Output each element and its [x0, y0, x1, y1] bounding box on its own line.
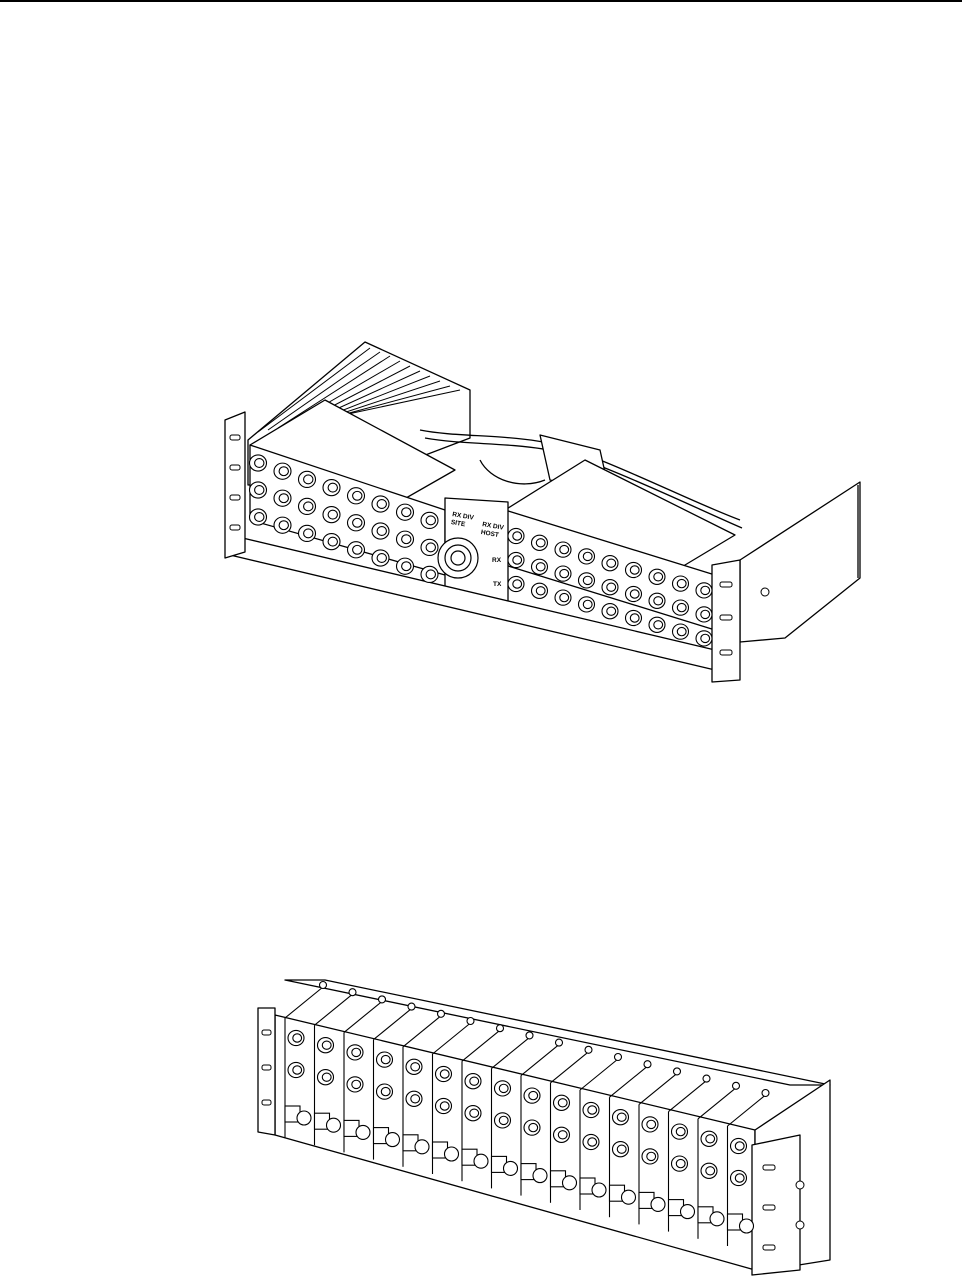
- coax-connector-icon: [613, 1142, 629, 1157]
- coax-connector-icon: [554, 1095, 570, 1110]
- coax-connector-icon: [532, 583, 548, 598]
- coax-connector-icon: [602, 604, 618, 619]
- coax-connector-icon: [532, 535, 548, 550]
- coax-connector-icon: [274, 517, 291, 533]
- coax-connector-icon: [532, 559, 548, 574]
- coax-connector-icon: [524, 1120, 540, 1135]
- coax-connector-icon: [696, 631, 712, 646]
- coax-connector-icon: [397, 504, 414, 520]
- coax-connector-icon: [696, 583, 712, 598]
- coax-connector-icon: [583, 1102, 599, 1117]
- coax-connector-icon: [318, 1070, 334, 1085]
- coax-connector-icon: [372, 523, 389, 539]
- coax-connector-icon: [626, 562, 642, 577]
- coax-connector-icon: [579, 549, 595, 564]
- coax-connector-icon: [731, 1138, 747, 1153]
- coax-connector-icon: [377, 1084, 393, 1099]
- coax-connector-icon: [299, 498, 316, 514]
- label-tx: TX: [493, 581, 502, 588]
- coax-connector-icon: [495, 1081, 511, 1096]
- coax-connector-icon: [583, 1134, 599, 1149]
- coax-connector-icon: [731, 1170, 747, 1185]
- coax-connector-icon: [673, 600, 689, 615]
- coax-connector-icon: [377, 1052, 393, 1067]
- coax-connector-icon: [642, 1149, 658, 1164]
- coax-connector-icon: [602, 580, 618, 595]
- coax-connector-icon: [436, 1098, 452, 1113]
- coax-connector-icon: [508, 552, 524, 567]
- coax-connector-icon: [696, 607, 712, 622]
- coax-connector-icon: [524, 1088, 540, 1103]
- coax-connector-icon: [649, 593, 665, 608]
- coax-connector-icon: [347, 1045, 363, 1060]
- coax-connector-icon: [495, 1113, 511, 1128]
- circular-connector-icon: [438, 538, 478, 578]
- coax-connector-icon: [554, 1127, 570, 1142]
- coax-connector-icon: [323, 480, 340, 496]
- coax-connector-icon: [672, 1156, 688, 1171]
- coax-connector-icon: [613, 1110, 629, 1125]
- coax-connector-icon: [465, 1074, 481, 1089]
- coax-connector-icon: [323, 534, 340, 550]
- coax-connector-icon: [673, 576, 689, 591]
- label-rx: RX: [492, 557, 502, 564]
- coax-connector-icon: [508, 528, 524, 543]
- coax-connector-icon: [348, 542, 365, 558]
- coax-connector-icon: [672, 1124, 688, 1139]
- coax-connector-icon: [701, 1131, 717, 1146]
- coax-connector-icon: [642, 1117, 658, 1132]
- page-top-rule: [0, 0, 962, 2]
- coax-connector-icon: [555, 542, 571, 557]
- coax-connector-icon: [348, 488, 365, 504]
- coax-connector-icon: [397, 531, 414, 547]
- coax-connector-icon: [288, 1062, 304, 1077]
- coax-connector-icon: [626, 610, 642, 625]
- coax-connector-icon: [372, 496, 389, 512]
- coax-connector-icon: [318, 1038, 334, 1053]
- coax-connector-icon: [579, 573, 595, 588]
- coax-connector-icon: [250, 509, 267, 525]
- coax-connector-icon: [288, 1030, 304, 1045]
- coax-connector-icon: [508, 576, 524, 591]
- coax-connector-icon: [348, 515, 365, 531]
- coax-connector-icon: [555, 590, 571, 605]
- coax-connector-icon: [465, 1106, 481, 1121]
- coax-connector-icon: [701, 1163, 717, 1178]
- coax-connector-icon: [274, 463, 291, 479]
- coax-connector-icon: [649, 569, 665, 584]
- coax-connector-icon: [602, 556, 618, 571]
- coax-connector-icon: [347, 1077, 363, 1092]
- coax-connector-icon: [274, 490, 291, 506]
- coax-connector-icon: [673, 624, 689, 639]
- coax-connector-icon: [299, 525, 316, 541]
- rack-assembly-figure: RX DIV SITE RX DIV HOST RX TX: [0, 320, 962, 720]
- coax-connector-icon: [436, 1066, 452, 1081]
- coax-connector-icon: [579, 597, 595, 612]
- coax-connector-icon: [555, 566, 571, 581]
- coax-connector-icon: [406, 1091, 422, 1106]
- coax-connector-icon: [626, 586, 642, 601]
- coax-connector-icon: [250, 455, 267, 471]
- coax-connector-icon: [372, 550, 389, 566]
- coax-connector-icon: [649, 617, 665, 632]
- coax-connector-icon: [421, 566, 438, 582]
- coax-connector-icon: [421, 512, 438, 528]
- coax-connector-icon: [406, 1059, 422, 1074]
- coax-connector-icon: [397, 558, 414, 574]
- coax-connector-icon: [323, 507, 340, 523]
- coax-connector-icon: [299, 471, 316, 487]
- coax-connector-icon: [421, 539, 438, 555]
- closed-rack-figure: [0, 960, 962, 1280]
- coax-connector-icon: [250, 482, 267, 498]
